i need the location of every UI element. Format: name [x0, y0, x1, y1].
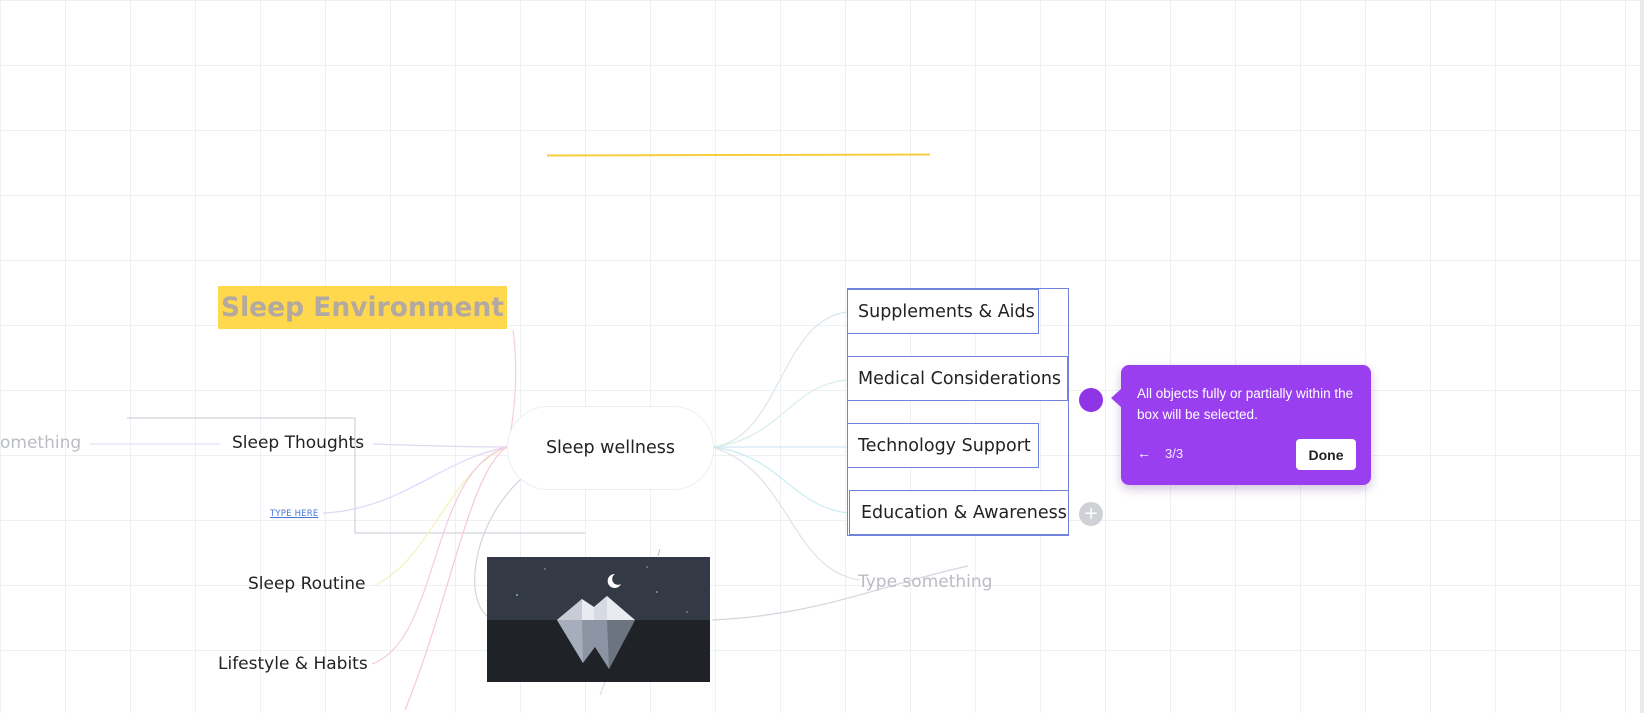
night-mountain-image[interactable] — [487, 557, 710, 682]
plus-icon: + — [1083, 503, 1099, 524]
branch-technology-support[interactable]: Technology Support — [847, 423, 1039, 468]
branch-label: Supplements & Aids — [858, 301, 1035, 322]
moon-icon — [607, 573, 621, 588]
type-something-right-placeholder[interactable]: Type something — [858, 572, 993, 592]
sleep-routine-node[interactable]: Sleep Routine — [248, 574, 366, 594]
back-arrow-icon[interactable]: ← — [1137, 445, 1151, 461]
onboarding-tooltip: All objects fully or partially within th… — [1111, 365, 1371, 485]
branch-label: Medical Considerations — [858, 368, 1062, 389]
tooltip-text: All objects fully or partially within th… — [1137, 386, 1354, 422]
branch-label: Education & Awareness — [861, 502, 1067, 523]
central-node-sleep-wellness[interactable]: Sleep wellness — [507, 406, 714, 490]
pointer-dot-icon — [1079, 388, 1103, 412]
step-counter: 3/3 — [1165, 446, 1184, 461]
branch-label: Technology Support — [858, 435, 1031, 456]
type-here-link[interactable]: TYPE HERE — [270, 509, 319, 519]
selection-box[interactable] — [847, 288, 1069, 536]
night-mountain-illustration — [487, 557, 710, 682]
branch-medical-considerations[interactable]: Medical Considerations — [847, 356, 1068, 401]
done-button[interactable]: Done — [1296, 439, 1356, 470]
sleep-environment-title[interactable]: Sleep Environment — [218, 286, 507, 329]
branch-supplements-aids[interactable]: Supplements & Aids — [847, 289, 1039, 334]
canvas-right-edge — [1640, 0, 1644, 713]
sleep-thoughts-node[interactable]: Sleep Thoughts — [232, 433, 365, 453]
lifestyle-habits-node[interactable]: Lifestyle & Habits — [218, 654, 368, 674]
type-something-left-placeholder[interactable]: omething — [0, 433, 82, 453]
central-node-label: Sleep wellness — [545, 438, 676, 458]
add-node-button[interactable]: + — [1079, 502, 1103, 526]
branch-education-awareness[interactable]: Education & Awareness — [849, 490, 1069, 535]
